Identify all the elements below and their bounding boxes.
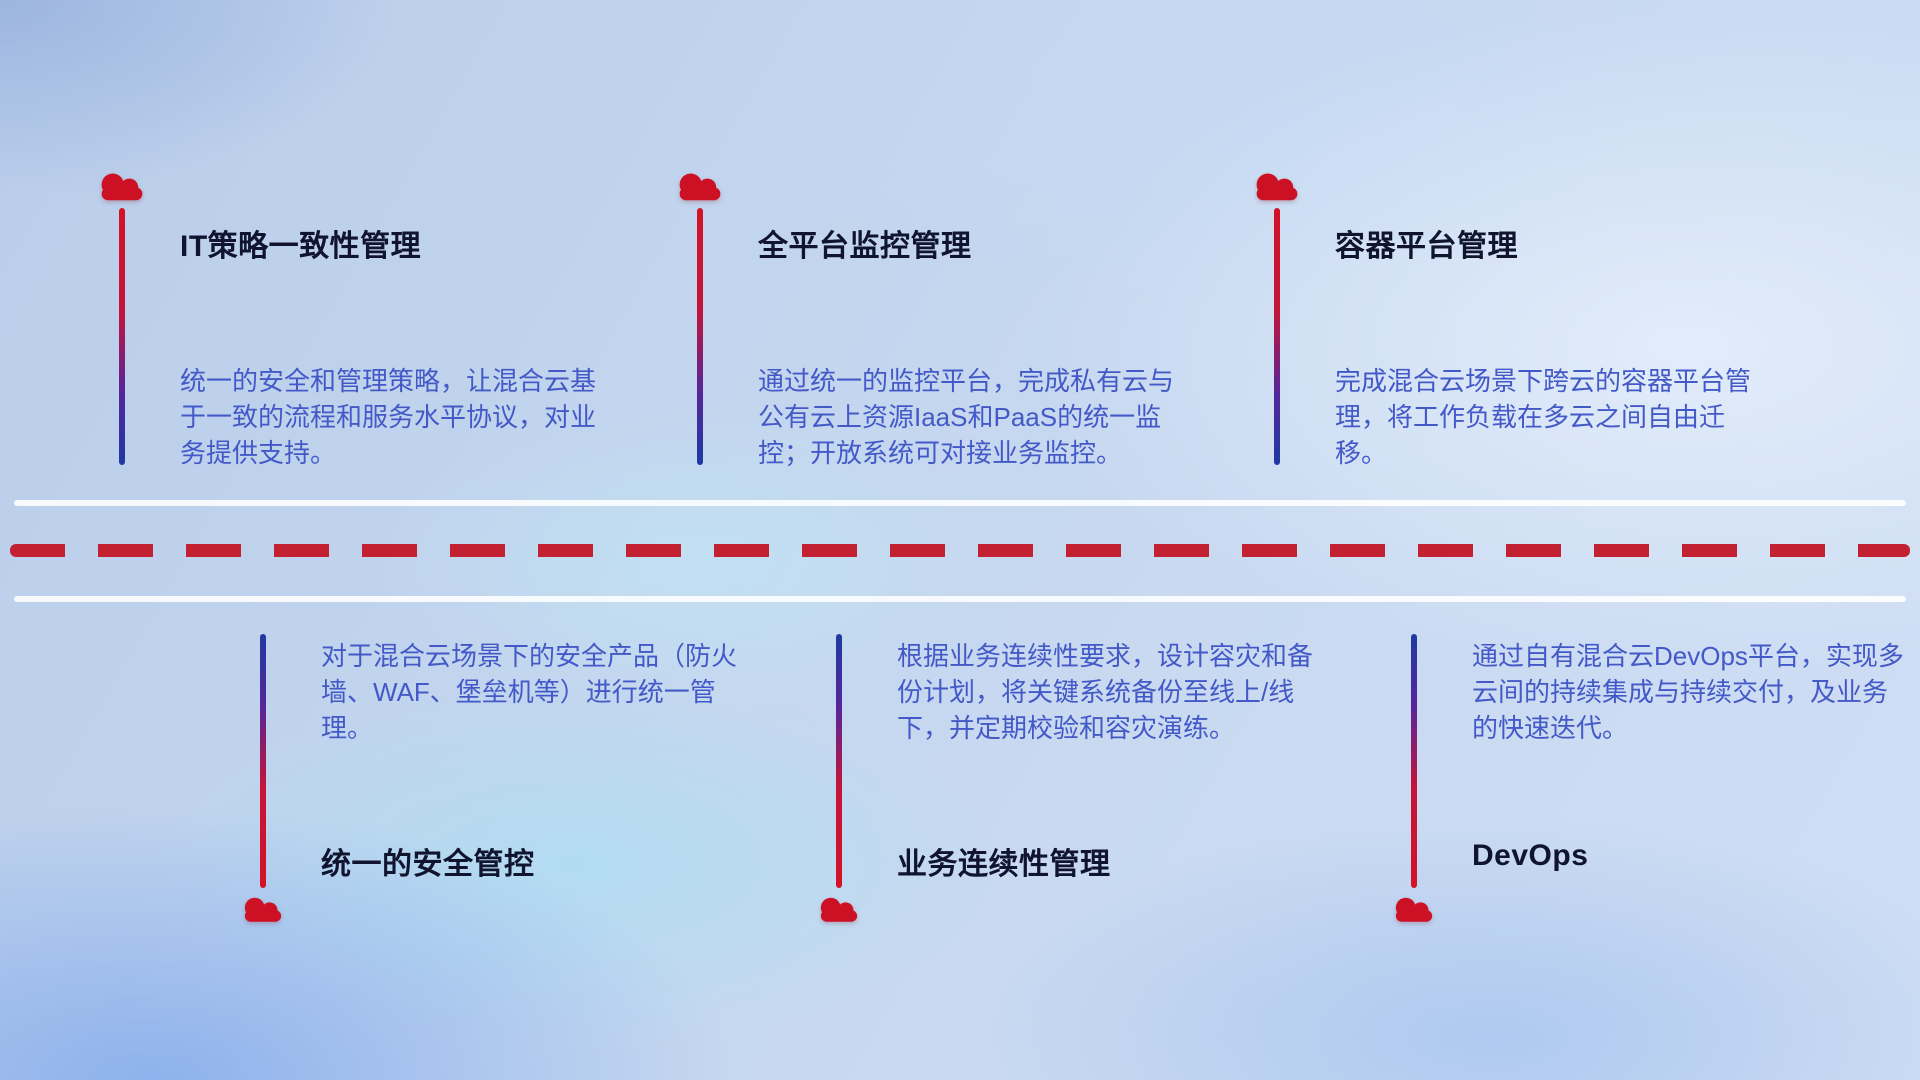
cloud-icon [1389,892,1439,925]
capability-title: 统一的安全管控 [321,848,535,881]
divider-dashed-red [10,544,1910,557]
cloud-icon [1249,167,1305,204]
timeline-pin [1411,634,1417,888]
cloud-icon [672,167,728,204]
capability-title: 全平台监控管理 [758,230,972,263]
capability-title: 容器平台管理 [1335,230,1518,263]
capability-description: 通过统一的监控平台，完成私有云与公有云上资源IaaS和PaaS的统一监控；开放系… [758,366,1175,468]
timeline-pin [697,208,703,465]
timeline-pin [1274,208,1280,465]
capability-title: 业务连续性管理 [897,848,1111,881]
capability-description: 统一的安全和管理策略，让混合云基于一致的流程和服务水平协议，对业务提供支持。 [180,366,597,468]
capability-description: 完成混合云场景下跨云的容器平台管理，将工作负载在多云之间自由迁移。 [1335,366,1752,468]
capability-description: 通过自有混合云DevOps平台，实现多云间的持续集成与持续交付，及业务的快速迭代… [1472,641,1904,743]
capability-description: 对于混合云场景下的安全产品（防火墙、WAF、堡垒机等）进行统一管理。 [321,641,738,743]
timeline-pin [119,208,125,465]
timeline-pin [260,634,266,888]
divider-line-bottom [14,596,1906,602]
timeline-pin [836,634,842,888]
capability-title: DevOps [1472,839,1589,872]
capability-description: 根据业务连续性要求，设计容灾和备份计划，将关键系统备份至线上/线下，并定期校验和… [897,641,1314,743]
divider-line-top [14,500,1906,506]
capability-title: IT策略一致性管理 [180,230,422,263]
cloud-icon [238,892,288,925]
cloud-icon [94,167,150,204]
cloud-icon [814,892,864,925]
